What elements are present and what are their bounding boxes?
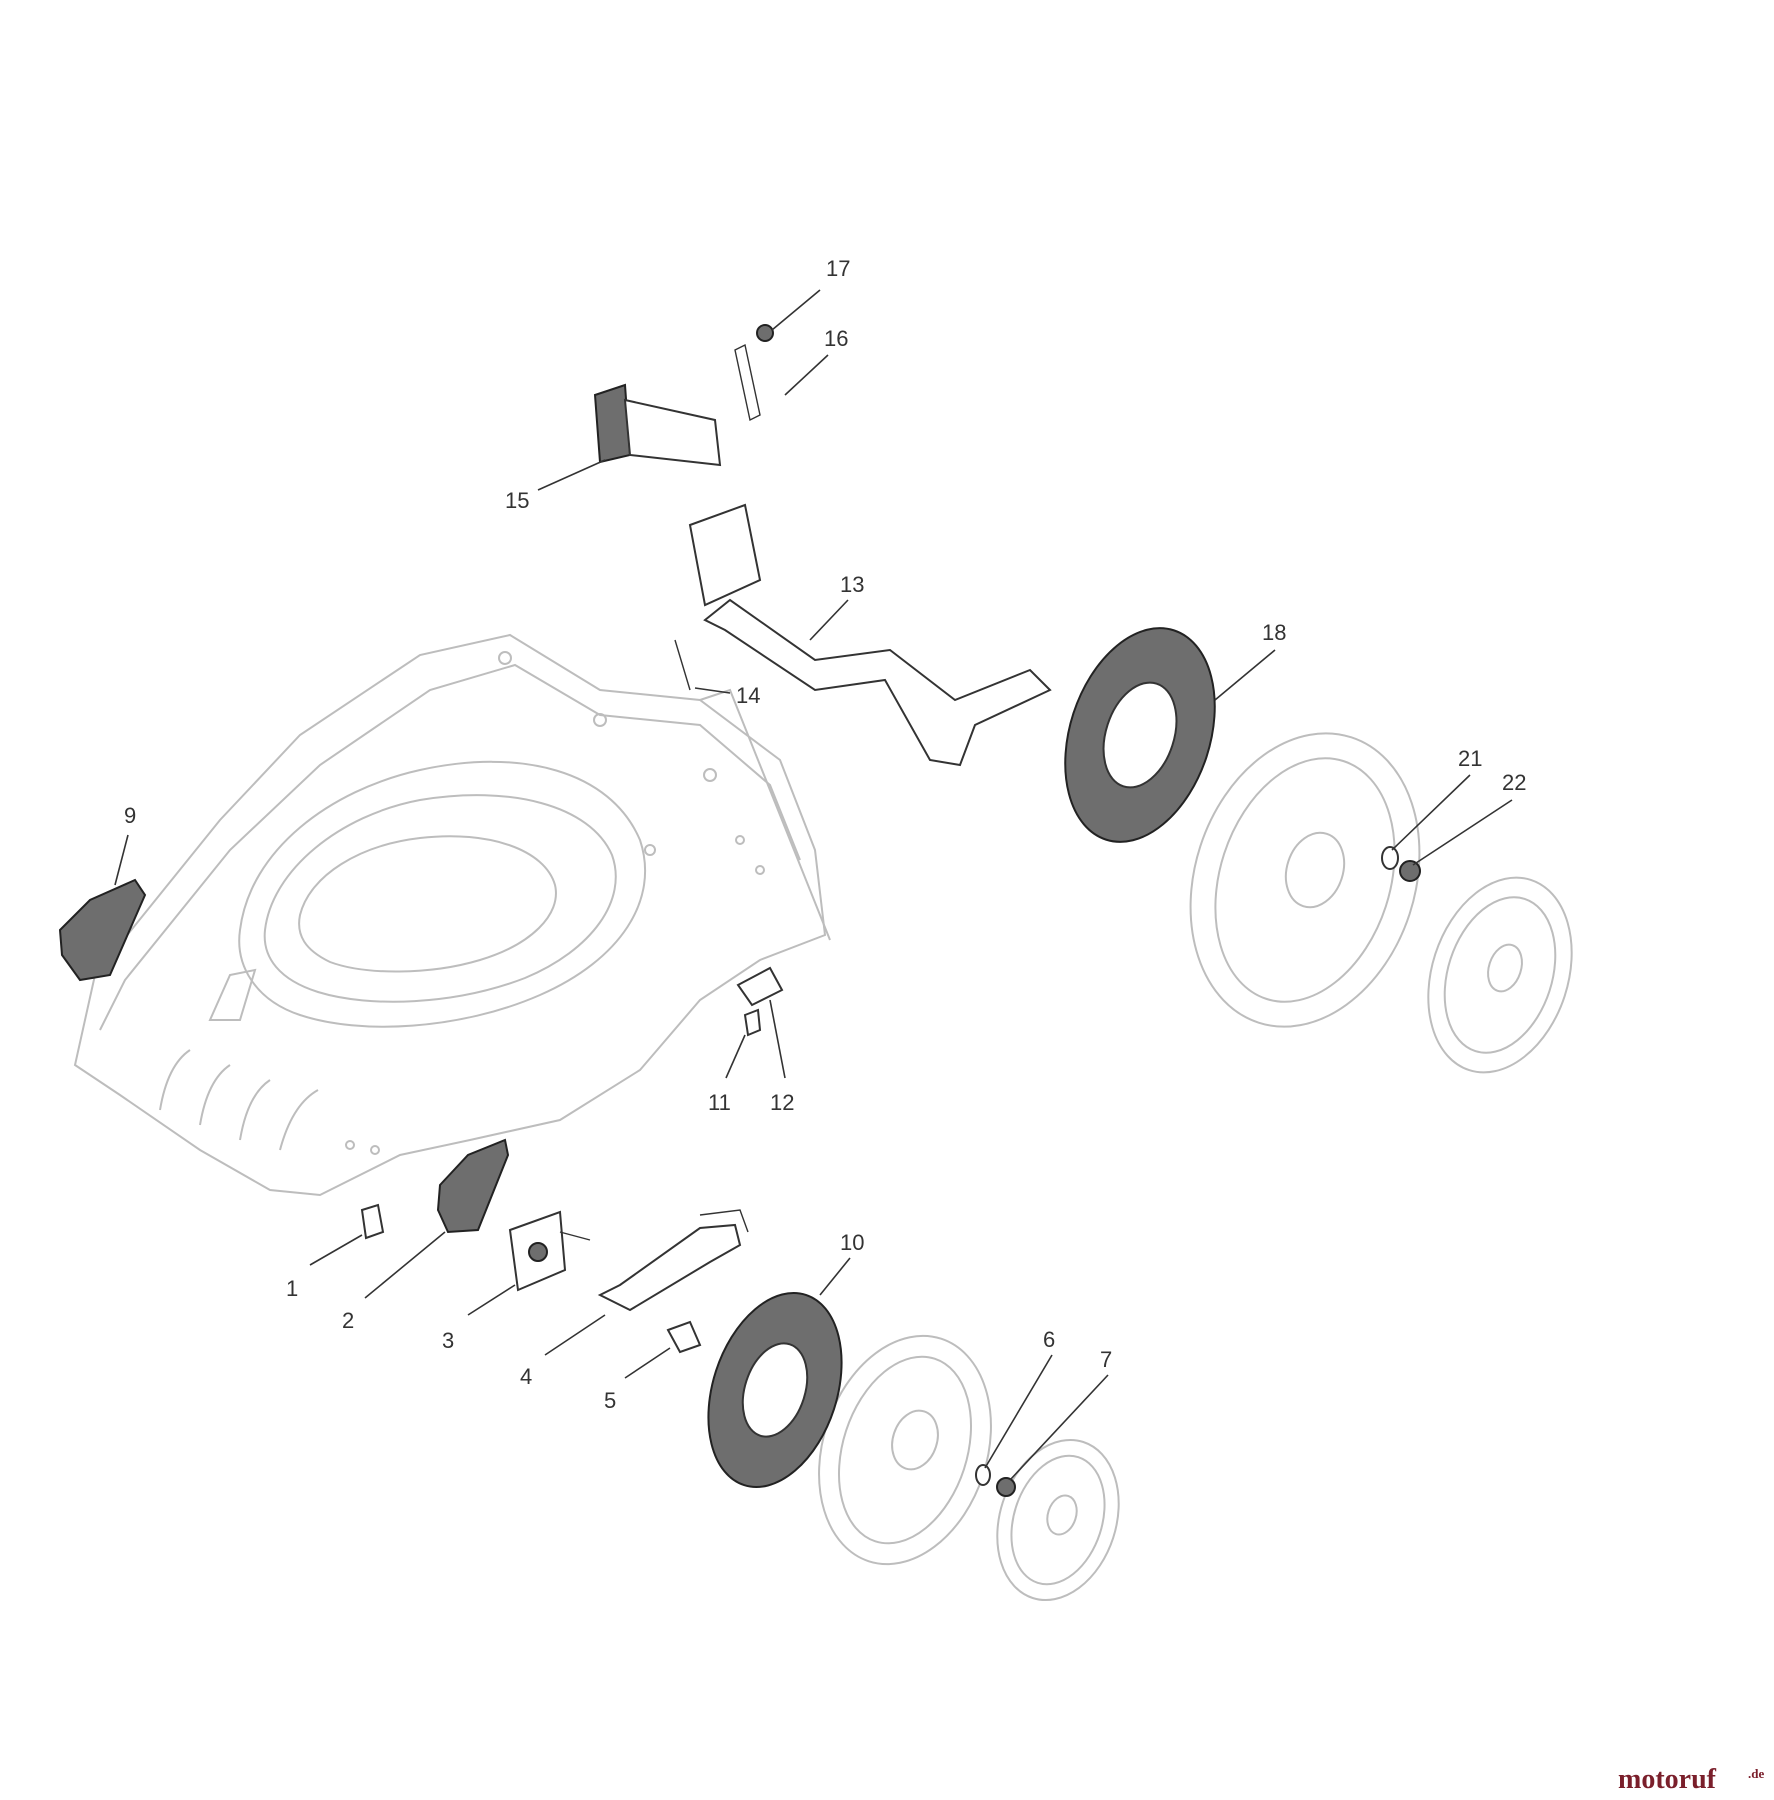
leader-9 bbox=[114, 834, 129, 886]
callout-10: 10 bbox=[840, 1230, 864, 1255]
callout-4: 4 bbox=[520, 1364, 532, 1389]
front-hubcap-outline bbox=[996, 1438, 1120, 1602]
callout-2: 2 bbox=[342, 1308, 354, 1333]
leader-12 bbox=[769, 999, 786, 1079]
callout-12: 12 bbox=[770, 1090, 794, 1115]
leader-2 bbox=[364, 1231, 446, 1299]
part-5-bushing bbox=[666, 1320, 702, 1354]
callout-6: 6 bbox=[1043, 1327, 1055, 1352]
leader-15 bbox=[537, 459, 606, 491]
part-9-bracket bbox=[58, 878, 147, 982]
part-11-screw bbox=[743, 1008, 762, 1037]
leader-1 bbox=[309, 1234, 363, 1266]
watermark-logo: motoruf .de bbox=[1618, 1764, 1764, 1795]
leader-lines bbox=[114, 289, 1513, 1481]
callout-7: 7 bbox=[1100, 1347, 1112, 1372]
part-7-nut bbox=[996, 1477, 1016, 1497]
part-18-rear-inner-cover bbox=[1064, 627, 1216, 843]
part-22-nut bbox=[1399, 860, 1421, 882]
leader-18 bbox=[1214, 649, 1276, 701]
part-10-front-inner-cover bbox=[707, 1291, 843, 1489]
part-4-front-axle-lever bbox=[597, 1209, 749, 1312]
leader-4 bbox=[544, 1314, 606, 1356]
callout-3: 3 bbox=[442, 1328, 454, 1353]
leader-10 bbox=[819, 1257, 851, 1296]
part-16-spring bbox=[734, 343, 761, 422]
part-3-pivot-plate bbox=[508, 1210, 591, 1292]
callout-5: 5 bbox=[604, 1388, 616, 1413]
leader-6 bbox=[984, 1354, 1053, 1469]
callout-16: 16 bbox=[824, 326, 848, 351]
leader-7 bbox=[1009, 1374, 1109, 1481]
callout-11: 11 bbox=[708, 1090, 731, 1115]
part-2-bracket bbox=[436, 1138, 510, 1234]
leader-5 bbox=[624, 1347, 671, 1379]
leader-11 bbox=[725, 1034, 746, 1079]
callout-15: 15 bbox=[505, 488, 529, 513]
part-1-clip bbox=[360, 1203, 385, 1240]
part-15-handle-lever bbox=[593, 383, 722, 467]
leader-21 bbox=[1391, 774, 1471, 851]
callout-18: 18 bbox=[1262, 620, 1286, 645]
part-12-clip bbox=[736, 966, 784, 1007]
rear-hubcap-outline bbox=[1427, 876, 1573, 1074]
callout-9: 9 bbox=[124, 803, 136, 828]
leader-17 bbox=[771, 289, 821, 331]
leader-14 bbox=[694, 687, 731, 694]
part-17-nut bbox=[756, 324, 774, 342]
mower-deck-outline bbox=[73, 633, 831, 1197]
watermark-suffix: .de bbox=[1748, 1766, 1764, 1781]
leader-22 bbox=[1412, 799, 1513, 866]
leader-13 bbox=[809, 599, 849, 641]
callout-21: 21 bbox=[1458, 746, 1482, 771]
callout-labels: 1 2 3 4 5 6 7 9 10 11 12 13 14 15 16 17 … bbox=[124, 256, 1526, 1413]
callout-22: 22 bbox=[1502, 770, 1526, 795]
callout-1: 1 bbox=[286, 1276, 298, 1301]
rear-wheel-outline bbox=[1189, 732, 1421, 1028]
callout-17: 17 bbox=[826, 256, 850, 281]
leader-3 bbox=[467, 1284, 516, 1316]
leader-16 bbox=[784, 354, 829, 396]
watermark-brand: motoruf bbox=[1618, 1764, 1717, 1795]
part-14-pin bbox=[674, 639, 691, 691]
part-21-washer bbox=[1381, 846, 1399, 870]
part-13-rear-axle bbox=[688, 503, 1052, 767]
callout-14: 14 bbox=[736, 683, 760, 708]
part-6-washer bbox=[975, 1464, 991, 1486]
callout-13: 13 bbox=[840, 572, 864, 597]
